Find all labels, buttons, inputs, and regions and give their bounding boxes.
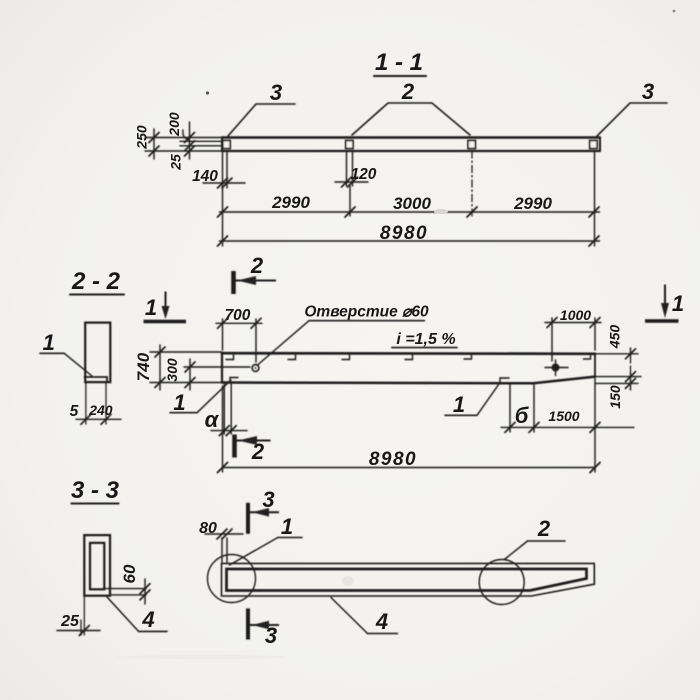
svg-text:3: 3 [642, 79, 654, 104]
svg-text:2: 2 [251, 439, 265, 464]
svg-text:1: 1 [453, 392, 465, 417]
svg-text:240: 240 [88, 402, 113, 418]
svg-text:4: 4 [141, 607, 154, 632]
svg-text:140: 140 [192, 168, 218, 185]
svg-text:1: 1 [43, 330, 55, 355]
svg-text:3: 3 [265, 623, 277, 648]
svg-text:1 - 1: 1 - 1 [375, 49, 423, 76]
svg-text:3: 3 [270, 80, 282, 105]
svg-text:1: 1 [281, 514, 293, 539]
svg-text:4: 4 [375, 609, 388, 634]
svg-text:8980: 8980 [380, 223, 428, 244]
svg-text:Отверстие ⌀60: Отверстие ⌀60 [304, 304, 429, 321]
svg-text:1: 1 [173, 390, 185, 415]
svg-text:i =1,5 %: i =1,5 % [396, 331, 455, 348]
svg-text:2: 2 [537, 516, 551, 541]
svg-text:120: 120 [351, 166, 377, 183]
svg-text:300: 300 [164, 358, 180, 382]
svg-text:3000: 3000 [393, 194, 431, 213]
svg-text:3 - 3: 3 - 3 [71, 477, 120, 504]
svg-text:1500: 1500 [548, 408, 579, 424]
svg-text:3: 3 [262, 487, 274, 512]
svg-text:25: 25 [60, 613, 80, 630]
svg-text:2990: 2990 [513, 194, 552, 213]
svg-text:2: 2 [401, 79, 415, 104]
svg-text:740: 740 [134, 352, 153, 381]
svg-text:1: 1 [145, 295, 157, 320]
svg-text:2 - 2: 2 - 2 [71, 268, 121, 295]
svg-text:5: 5 [70, 403, 79, 420]
svg-text:1000: 1000 [560, 307, 591, 323]
svg-text:б: б [515, 403, 530, 428]
svg-text:25: 25 [168, 154, 184, 171]
svg-text:8980: 8980 [369, 449, 417, 470]
svg-text:80: 80 [199, 520, 217, 537]
svg-text:150: 150 [607, 385, 623, 409]
svg-text:450: 450 [607, 325, 623, 350]
svg-text:200: 200 [166, 112, 182, 137]
svg-text:2990: 2990 [271, 193, 310, 212]
svg-text:700: 700 [225, 307, 251, 324]
svg-text:60: 60 [120, 564, 139, 583]
svg-text:1: 1 [672, 291, 684, 316]
svg-text:250: 250 [134, 125, 150, 150]
svg-text:α: α [205, 407, 220, 432]
svg-text:2: 2 [250, 253, 264, 278]
